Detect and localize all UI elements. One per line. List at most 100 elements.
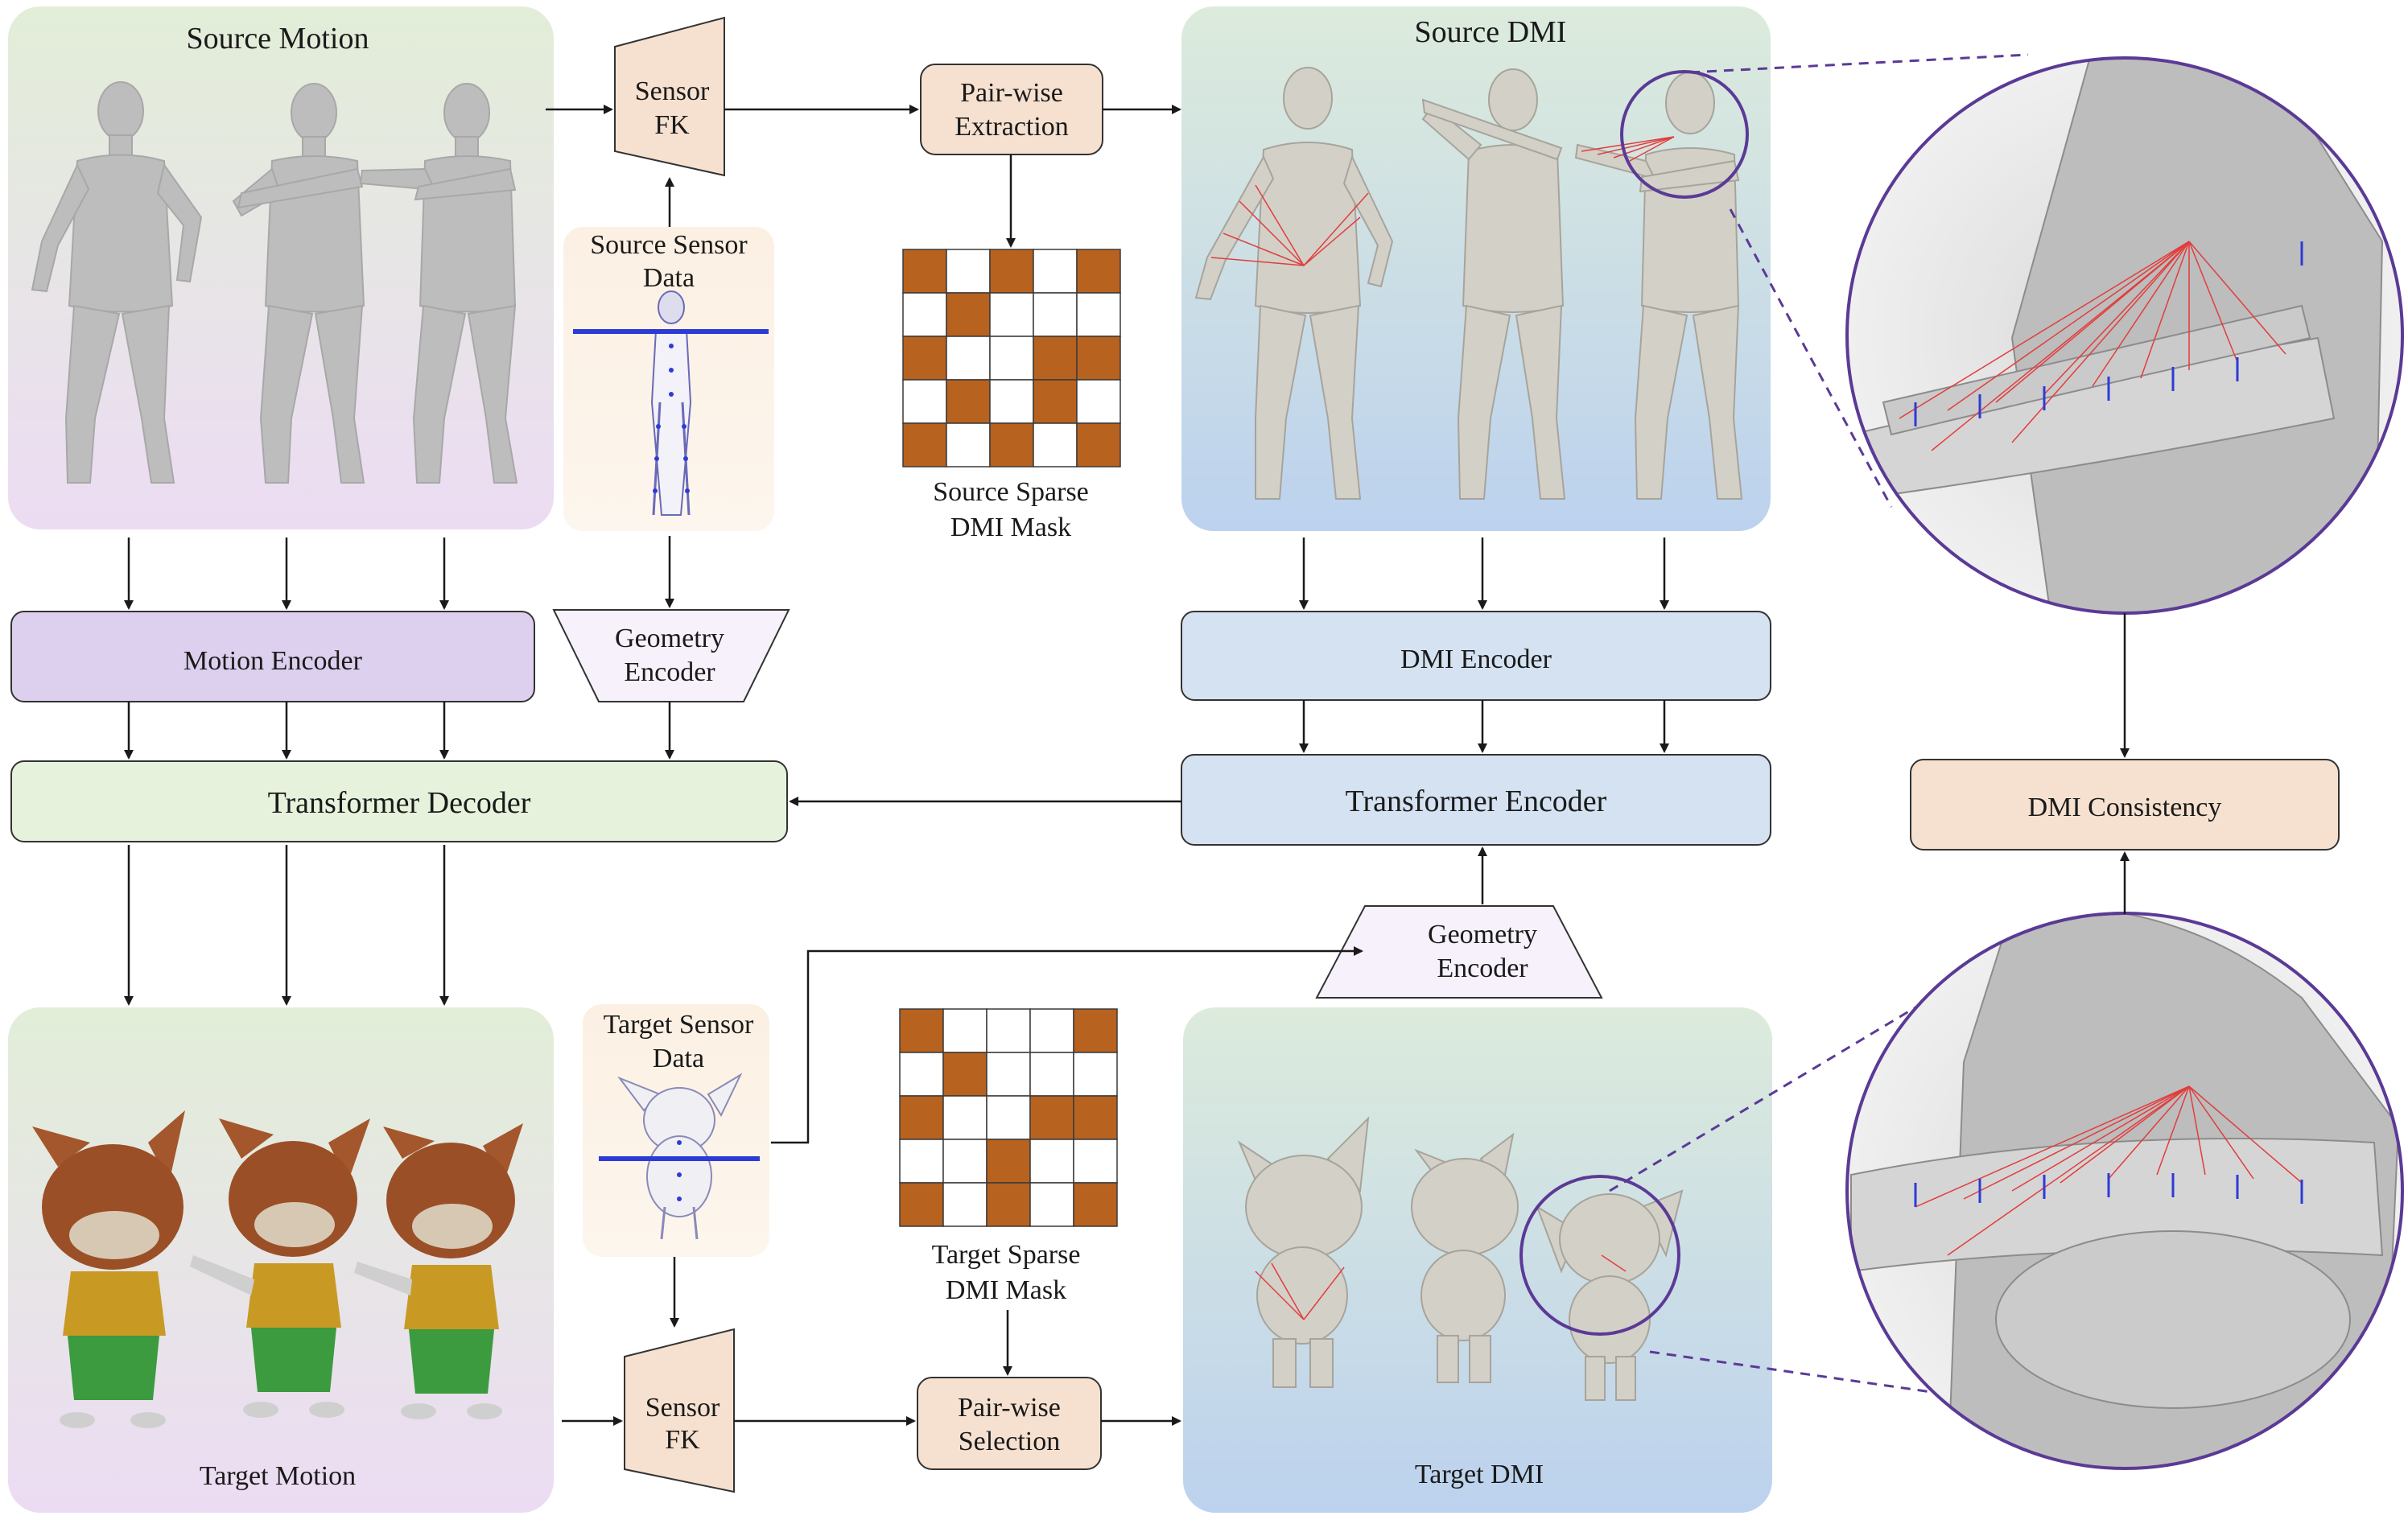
target-motion-figures: [32, 1110, 523, 1428]
dmi-figure-1: [1194, 67, 1394, 500]
zoom-guide-line-top-1: [1689, 53, 2029, 74]
mask-cell-empty: [899, 1139, 944, 1184]
svg-text:FK: FK: [665, 1425, 700, 1455]
mask-cell-active: [1076, 249, 1121, 294]
mask-cell-active: [902, 422, 947, 467]
mask-cell-active: [899, 1095, 944, 1140]
mask-cell-active: [1029, 1095, 1074, 1140]
mask-cell-active: [1033, 379, 1078, 424]
svg-text:Selection: Selection: [959, 1427, 1061, 1456]
svg-text:Pair-wise: Pair-wise: [958, 1393, 1061, 1423]
source-dmi-title: Source DMI: [1415, 15, 1567, 49]
mask-cell-empty: [986, 1052, 1031, 1097]
mask-cell-empty: [942, 1008, 988, 1053]
source-dmi-figures: [1194, 67, 1743, 500]
dmi-encoder-block: DMI Encoder: [1181, 611, 1771, 701]
mask-cell-active: [899, 1008, 944, 1053]
motion-encoder-block: Motion Encoder: [10, 611, 535, 702]
mask-cell-empty: [986, 1095, 1031, 1140]
target-dmi-figure-2: [1411, 1132, 1519, 1383]
mask-cell-active: [986, 1182, 1031, 1227]
source-sensor-data-label-2: Data: [643, 263, 695, 293]
zoom-circle-source: [1845, 56, 2404, 615]
flow-arrows: [124, 105, 2130, 1426]
mask-cell-empty: [989, 292, 1034, 337]
svg-text:FK: FK: [654, 110, 690, 140]
zoom-guide-line-bot-1: [1609, 996, 1932, 1192]
target-dmi-highlight-circle: [1519, 1175, 1680, 1336]
source-sensor-data-label-1: Source Sensor: [590, 230, 748, 260]
target-sensor-data-label-2: Data: [653, 1044, 704, 1073]
zoom-circle-target: [1845, 912, 2404, 1470]
mask-cell-active: [1076, 422, 1121, 467]
mouse-character-1: [32, 1110, 185, 1428]
mask-cell-active: [1073, 1182, 1118, 1227]
mask-cell-active: [902, 336, 947, 381]
human-figure-1: [31, 81, 203, 484]
transformer-decoder-block: Transformer Decoder: [10, 760, 788, 842]
mask-cell-empty: [899, 1052, 944, 1097]
mask-cell-empty: [1029, 1139, 1074, 1184]
mask-cell-empty: [989, 336, 1034, 381]
target-mask-caption-2: DMI Mask: [946, 1275, 1066, 1305]
mask-cell-empty: [902, 292, 947, 337]
mask-cell-empty: [942, 1095, 988, 1140]
arrow-target-sensor-to-geometry: [771, 946, 1363, 1144]
svg-text:Sensor: Sensor: [635, 76, 710, 106]
mask-cell-active: [946, 379, 991, 424]
human-figure-2: [232, 83, 365, 484]
source-sensor-skeleton: [573, 290, 769, 516]
dmi-consistency-block: DMI Consistency: [1910, 759, 2340, 850]
target-motion-title: Target Motion: [200, 1461, 356, 1491]
source-motion-figures: [31, 81, 518, 484]
mask-cell-empty: [1076, 292, 1121, 337]
zoom-guide-line-bot-2: [1649, 1350, 1932, 1394]
mask-cell-active: [1073, 1095, 1118, 1140]
mask-cell-empty: [946, 336, 991, 381]
target-sensor-fk-block: Sensor FK: [624, 1328, 735, 1493]
mask-cell-empty: [989, 379, 1034, 424]
svg-text:DMI Consistency: DMI Consistency: [2028, 793, 2222, 822]
transformer-encoder-block: Transformer Encoder: [1181, 754, 1771, 846]
dmi-figure-2: [1421, 68, 1566, 500]
svg-text:DMI Encoder: DMI Encoder: [1400, 645, 1552, 674]
svg-text:Pair-wise: Pair-wise: [960, 78, 1063, 108]
mask-cell-empty: [1033, 292, 1078, 337]
mask-cell-empty: [986, 1008, 1031, 1053]
mask-cell-active: [989, 422, 1034, 467]
mask-cell-empty: [946, 422, 991, 467]
mask-cell-active: [902, 249, 947, 294]
mask-cell-empty: [1073, 1139, 1118, 1184]
mask-cell-active: [986, 1139, 1031, 1184]
dmi-interaction-lines: [1210, 136, 1675, 266]
mouse-character-3: [354, 1123, 523, 1419]
target-mask-caption-1: Target Sparse: [932, 1240, 1081, 1270]
mask-cell-active: [1076, 336, 1121, 381]
mask-cell-empty: [1033, 249, 1078, 294]
mouse-character-2: [190, 1118, 370, 1418]
geometry-encoder-source-block: Geometry Encoder: [552, 609, 790, 702]
mask-cell-empty: [942, 1182, 988, 1227]
target-dmi-figures: [1237, 1116, 1684, 1401]
svg-text:Encoder: Encoder: [1437, 953, 1528, 983]
svg-text:Encoder: Encoder: [624, 657, 715, 687]
svg-text:Geometry: Geometry: [1428, 920, 1537, 949]
mask-cell-empty: [946, 249, 991, 294]
mask-cell-empty: [902, 379, 947, 424]
target-dmi-figure-1: [1237, 1116, 1370, 1388]
mask-cell-empty: [1029, 1052, 1074, 1097]
target-dmi-title: Target DMI: [1415, 1460, 1544, 1489]
human-figure-3: [359, 83, 518, 484]
svg-text:Transformer Encoder: Transformer Encoder: [1346, 785, 1607, 818]
target-dmi-figure-3: [1536, 1189, 1684, 1401]
dmi-figure-3: [1574, 72, 1743, 500]
svg-text:Sensor: Sensor: [645, 1393, 720, 1423]
source-dmi-highlight-circle: [1620, 70, 1749, 199]
svg-text:Motion Encoder: Motion Encoder: [183, 646, 363, 676]
mask-cell-empty: [1073, 1052, 1118, 1097]
source-mask-caption-1: Source Sparse: [933, 477, 1089, 507]
svg-text:Geometry: Geometry: [615, 624, 724, 653]
mask-cell-empty: [1076, 379, 1121, 424]
